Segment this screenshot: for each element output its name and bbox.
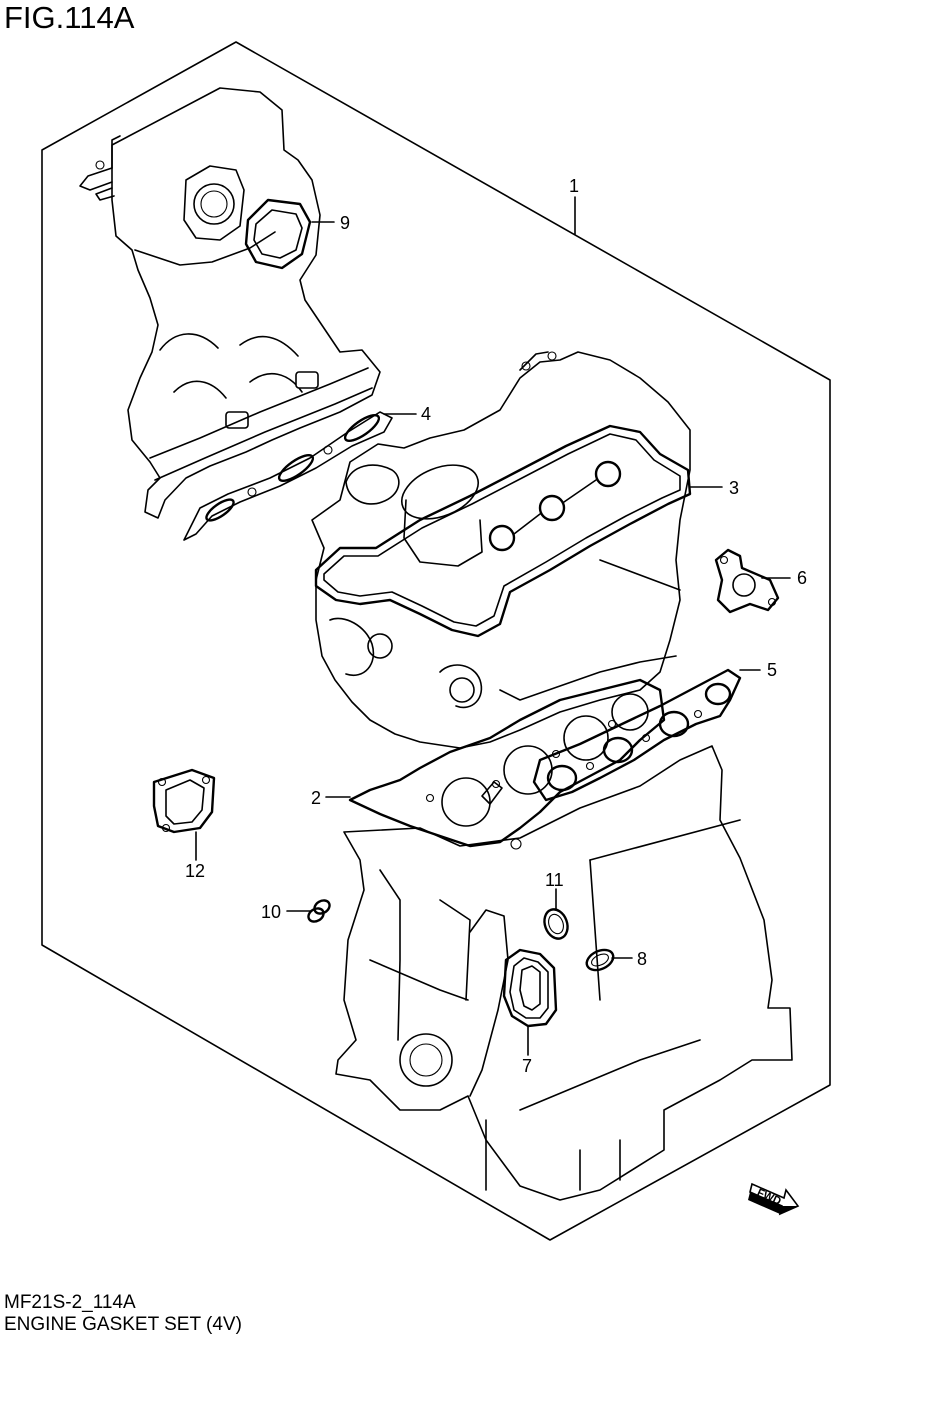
diagram-code: MF21S-2_114A xyxy=(4,1292,136,1313)
o-ring-part-11 xyxy=(543,908,569,940)
callout-part-7: 7 xyxy=(522,1056,532,1076)
callout-part-5: 5 xyxy=(767,660,777,680)
cylinder-block-drawing xyxy=(335,745,793,1201)
diagram-description: ENGINE GASKET SET (4V) xyxy=(4,1314,242,1335)
oil-seal-gasket-part-7 xyxy=(502,948,558,1028)
valve-cover-gasket-part-3 xyxy=(314,424,692,638)
callout-part-1: 1 xyxy=(569,176,579,196)
callout-part-6: 6 xyxy=(797,568,807,588)
water-outlet-gasket-part-6 xyxy=(714,548,780,614)
callout-part-3: 3 xyxy=(729,478,739,498)
intake-manifold-gasket-part-4 xyxy=(183,411,393,541)
forward-arrow-icon: FWD xyxy=(748,1182,800,1216)
o-ring-part-8 xyxy=(585,948,615,972)
callout-part-10: 10 xyxy=(261,902,281,922)
figure-title: FIG.114A xyxy=(4,0,135,35)
leader-lines xyxy=(195,196,791,1056)
callout-part-9: 9 xyxy=(340,213,350,233)
callout-part-11: 11 xyxy=(545,870,564,890)
kit-boundary-frame xyxy=(41,41,831,1241)
callout-part-2: 2 xyxy=(311,788,321,808)
throttle-body-gasket-part-9 xyxy=(244,198,312,270)
o-ring-part-10 xyxy=(307,899,331,923)
callout-part-4: 4 xyxy=(421,404,431,424)
callout-part-8: 8 xyxy=(637,949,647,969)
intake-manifold-drawing xyxy=(79,87,381,519)
cylinder-head-gasket-part-2 xyxy=(348,678,666,850)
cylinder-head-drawing xyxy=(311,351,691,749)
callout-part-12: 12 xyxy=(185,861,205,881)
water-inlet-gasket-part-12 xyxy=(152,768,216,834)
